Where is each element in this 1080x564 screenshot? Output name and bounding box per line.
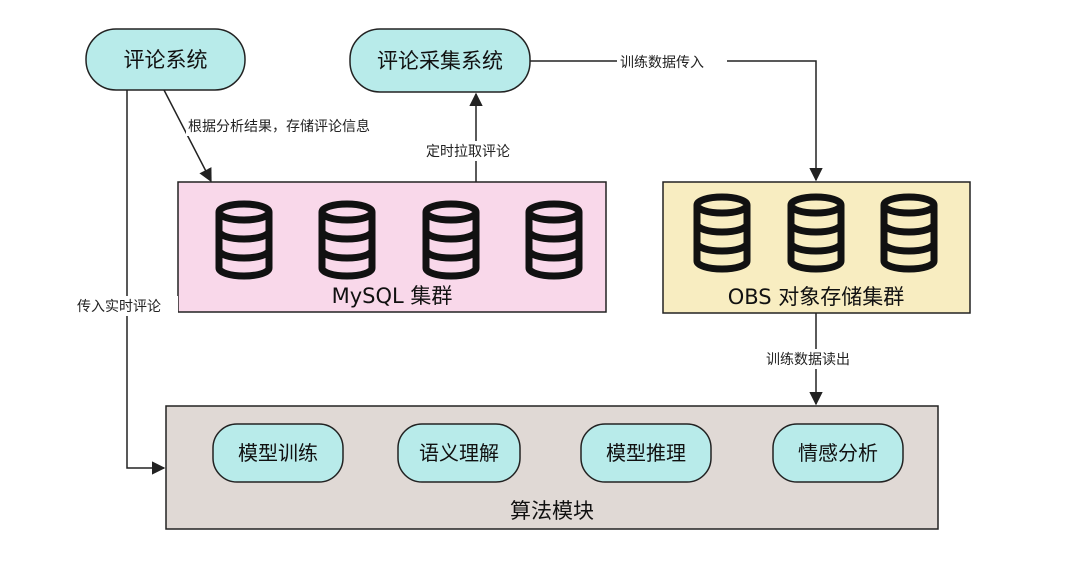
edge-realtime-comments [126, 90, 166, 475]
model-training-node [212, 423, 344, 483]
edge-label-training-data-read: 训练数据读出 [766, 351, 850, 368]
model-training-label: 模型训练 [238, 441, 318, 465]
algo-module-label: 算法模块 [510, 499, 594, 523]
mysql-cluster-label: MySQL 集群 [332, 284, 453, 308]
model-inference-node [580, 423, 712, 483]
sentiment-analysis-node [772, 423, 904, 483]
model-inference-label: 模型推理 [606, 441, 686, 465]
edge-label-training-data-in: 训练数据传入 [620, 55, 704, 71]
semantic-understanding-node [397, 423, 521, 483]
edge-label-realtime-comments: 传入实时评论 [77, 299, 161, 315]
comment-system-label: 评论系统 [124, 48, 208, 72]
edge-label-fetch-comments: 定时拉取评论 [426, 144, 510, 160]
comment-system-node [85, 28, 246, 91]
obs-cluster-label: OBS 对象存储集群 [728, 285, 905, 309]
sentiment-analysis-label: 情感分析 [798, 441, 878, 465]
comment-collect-system-label: 评论采集系统 [377, 49, 503, 73]
edge-label-store-comments: 根据分析结果，存储评论信息 [188, 118, 370, 135]
edge-training-data-in [530, 60, 823, 182]
semantic-understanding-label: 语义理解 [419, 441, 499, 465]
